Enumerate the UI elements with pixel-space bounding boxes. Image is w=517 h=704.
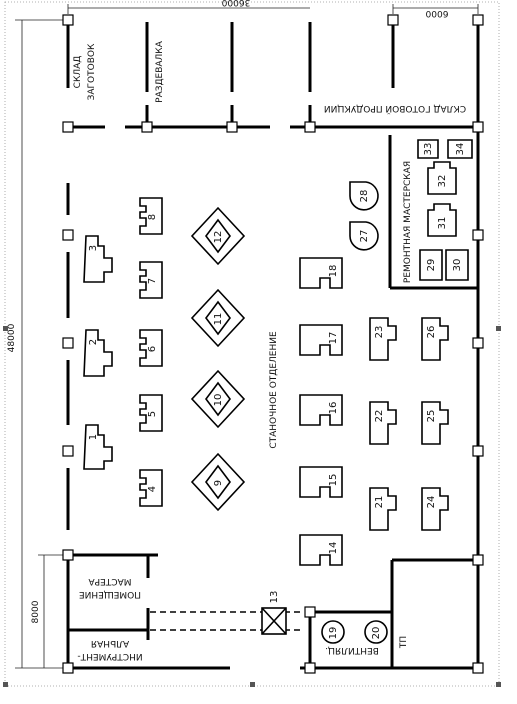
num-5: 5: [147, 411, 158, 417]
frame-marks: [3, 326, 501, 687]
machine-17: [299, 324, 343, 356]
label-stanochnoe: СТАНОЧНОЕ ОТДЕЛЕНИЕ: [269, 331, 279, 449]
dim-left-total: 48000: [7, 323, 17, 352]
label-razdevalka: РАЗДЕВАЛКА: [155, 40, 165, 103]
label-instrument-1: ИНСТРУМЕНТ-: [77, 651, 142, 661]
columns: [62, 14, 484, 674]
dimension-lines: [15, 4, 479, 669]
num-3: 3: [88, 245, 99, 251]
num-7: 7: [147, 278, 158, 284]
machine-30: [445, 249, 469, 281]
num-1: 1: [88, 434, 99, 440]
machine-19: [321, 620, 345, 644]
dim-top-left: 36000: [221, 0, 250, 7]
dim-top-right: 6000: [425, 8, 448, 18]
num-25: 25: [426, 410, 437, 423]
transport-line: [150, 611, 262, 631]
num-27: 27: [359, 230, 370, 243]
machine-26: [421, 317, 449, 361]
num-28: 28: [359, 190, 370, 203]
machine-10: [190, 369, 246, 429]
label-sklad-gotovoy: СКЛАД ГОТОВОЙ ПРОДУКЦИИ: [324, 103, 466, 115]
num-4: 4: [147, 486, 158, 492]
label-sklad-zagotovok-1: СКЛАД: [73, 56, 83, 89]
label-pomeshchenie-2: МАСТЕРА: [88, 576, 132, 586]
label-pomeshchenie-1: ПОМЕЩЕНИЕ: [79, 589, 141, 599]
machine-7: [139, 261, 163, 299]
num-12: 12: [213, 231, 224, 244]
num-11: 11: [213, 313, 224, 326]
num-33: 33: [423, 143, 434, 156]
transport-line-right: [284, 611, 304, 631]
label-tp: ТП: [399, 636, 409, 649]
machine-13: [261, 607, 287, 635]
machine-24: [421, 487, 449, 531]
machine-33: [417, 139, 439, 159]
machine-8: [139, 197, 163, 235]
label-ventilyatsiya: ВЕНТИЛЯЦ.: [325, 645, 379, 655]
machine-21: [369, 487, 397, 531]
machine-9: [190, 452, 246, 512]
machine-11: [190, 288, 246, 348]
label-remontnaya: РЕМОНТНАЯ МАСТЕРСКАЯ: [403, 161, 413, 283]
num-23: 23: [374, 326, 385, 339]
num-9: 9: [213, 480, 224, 486]
num-24: 24: [426, 496, 437, 509]
num-26: 26: [426, 326, 437, 339]
num-19: 19: [328, 627, 339, 640]
machine-23: [369, 317, 397, 361]
machine-31: [427, 203, 457, 237]
num-13: 13: [269, 591, 280, 604]
machine-25: [421, 401, 449, 445]
machine-3: [83, 235, 113, 283]
label-sklad-zagotovok-2: ЗАГОТОВОК: [87, 43, 97, 100]
machine-5: [139, 394, 163, 432]
room-labels: СКЛАД ЗАГОТОВОК РАЗДЕВАЛКА СКЛАД ГОТОВОЙ…: [73, 40, 466, 661]
machine-28: [349, 181, 379, 211]
machine-4: [139, 469, 163, 507]
machine-6: [139, 329, 163, 367]
num-17: 17: [328, 332, 339, 345]
machine-22: [369, 401, 397, 445]
num-2: 2: [88, 339, 99, 345]
machines: [83, 139, 473, 644]
machine-numbers: 1 2 3 4 5 6 7 8 9 10 11 12 13 14 15 16 1…: [88, 143, 466, 640]
machine-29: [419, 249, 443, 281]
num-16: 16: [328, 402, 339, 415]
num-22: 22: [374, 410, 385, 423]
num-10: 10: [213, 394, 224, 407]
num-6: 6: [147, 346, 158, 352]
machine-14: [299, 534, 343, 566]
machine-2: [83, 329, 113, 377]
machine-15: [299, 466, 343, 498]
num-14: 14: [328, 542, 339, 555]
machine-34: [447, 139, 473, 159]
num-20: 20: [371, 627, 382, 640]
num-30: 30: [452, 259, 463, 272]
num-8: 8: [147, 214, 158, 220]
num-21: 21: [374, 496, 385, 509]
num-29: 29: [426, 259, 437, 272]
num-18: 18: [328, 265, 339, 278]
machine-20: [364, 620, 388, 644]
num-32: 32: [437, 175, 448, 188]
machine-32: [427, 161, 457, 195]
machine-12: [190, 206, 246, 266]
num-34: 34: [455, 143, 466, 156]
machine-27: [349, 221, 379, 251]
num-15: 15: [328, 474, 339, 487]
machine-16: [299, 394, 343, 426]
machine-1: [83, 424, 113, 470]
machine-18: [299, 257, 343, 289]
num-31: 31: [437, 217, 448, 230]
label-instrument-2: АЛЬНАЯ: [91, 638, 129, 648]
dim-left-bottom: 8000: [31, 600, 41, 623]
